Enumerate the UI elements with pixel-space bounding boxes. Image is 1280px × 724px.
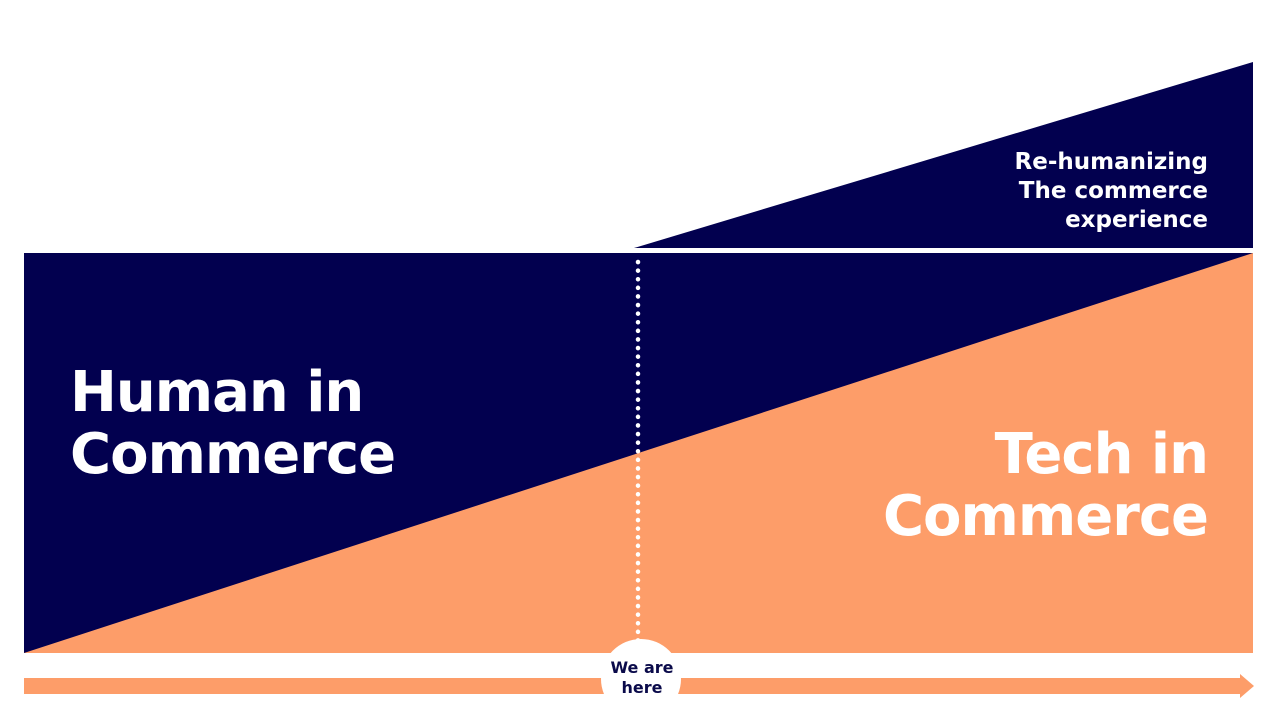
tech-label-line-2: Commerce (882, 484, 1209, 549)
tech-in-commerce-label: Tech in Commerce (882, 422, 1209, 549)
we-are-here-line-2: here (621, 678, 663, 697)
human-label-line-2: Commerce (70, 422, 396, 487)
tech-label-line-1: Tech in (994, 422, 1209, 487)
we-are-here-line-1: We are (610, 658, 674, 677)
rehumanizing-line-1: Re-humanizing (1014, 149, 1208, 175)
human-in-commerce-label: Human in Commerce (70, 360, 396, 487)
timeline-arrow-head (1240, 674, 1254, 698)
separator-line (634, 248, 1253, 253)
rehumanizing-line-3: experience (1065, 207, 1208, 233)
rehumanizing-wedge (634, 62, 1253, 248)
rehumanizing-line-2: The commerce (1018, 178, 1208, 204)
we-are-here-label: We are here (602, 658, 682, 698)
present-marker-circle (601, 639, 681, 719)
human-label-line-1: Human in (70, 360, 364, 425)
rehumanizing-label: Re-humanizing The commerce experience (1015, 148, 1208, 235)
